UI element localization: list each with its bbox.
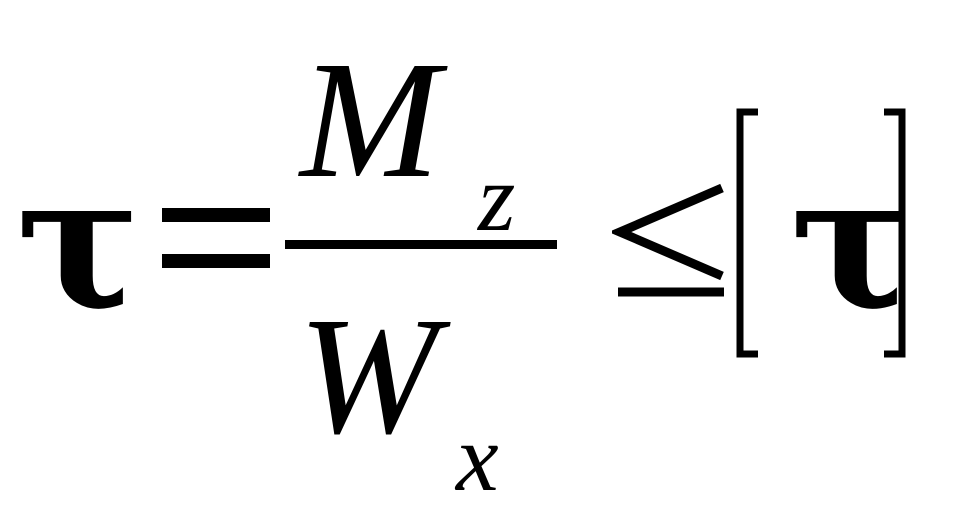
allowable-tau-symbol: τ <box>790 133 915 351</box>
right-bracket <box>884 108 906 358</box>
numerator-moment: M <box>300 27 440 213</box>
denominator-modulus: W <box>298 283 438 469</box>
left-bracket <box>736 108 758 358</box>
equals-sign-bottom-bar <box>162 254 270 268</box>
denominator-subscript: x <box>456 404 499 511</box>
numerator-subscript: z <box>478 144 516 251</box>
less-than-or-equal-icon <box>612 183 724 297</box>
tau-symbol: τ <box>16 133 141 351</box>
fraction-bar <box>285 240 557 249</box>
equals-sign-top-bar <box>162 208 270 222</box>
